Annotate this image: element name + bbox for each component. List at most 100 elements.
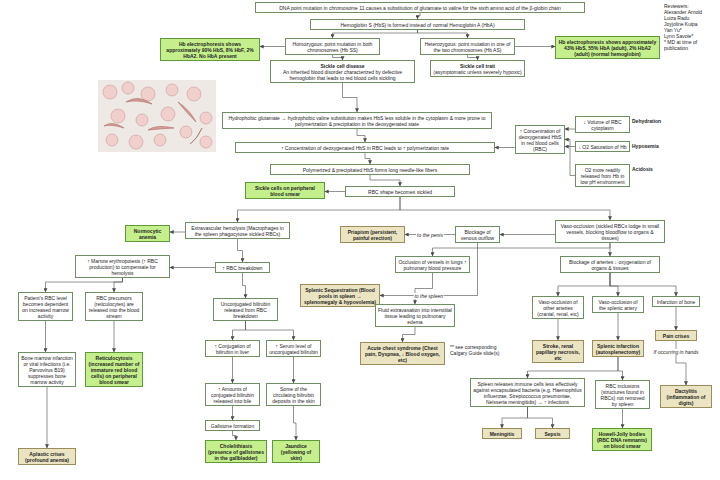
connector-arrow (343, 83, 358, 112)
concept-box: Vaso-occlusion of the splenic artery (592, 296, 644, 313)
node-text: O2 more readily released from Hb in low … (578, 167, 627, 185)
concept-box: Hypoxemia↓ O2 Saturation of Hb (575, 141, 630, 152)
connector-arrow (610, 273, 618, 296)
concept-box: ↑ Amounts of conjugated bilirubin releas… (205, 383, 260, 406)
node-text: Blockage of venous outflow (458, 229, 497, 241)
node-text: Unconjugated bilirubin released from RBC… (216, 301, 275, 319)
concept-box: AcidosisO2 more readily released from Hb… (575, 164, 630, 187)
node-text: Acute chest syndrome (Chest pain, Dyspne… (363, 345, 442, 363)
concept-box: Some of the circulating bilirubin deposi… (266, 383, 321, 406)
node-text: Polymerized & precipitated HbS forms lon… (273, 167, 467, 173)
node-text: Homozygous: point mutation in both chrom… (288, 41, 377, 53)
node-text: Vaso-occlusion of the splenic artery (595, 299, 641, 311)
connector-arrow (558, 273, 610, 296)
connector-arrow (232, 406, 233, 420)
connector-arrow (610, 273, 676, 296)
connector-arrow (500, 234, 555, 235)
connector-arrow (403, 327, 416, 342)
node-text: Priapism (persistent, painful erection) (343, 229, 402, 241)
edge-label: If occurring in hands (652, 349, 699, 355)
concept-box: Infarction of bone (652, 296, 700, 307)
finding-box: Jaundice (yellowing of skin) (272, 440, 320, 463)
connector-arrow (565, 140, 575, 176)
node-text: Infarction of bone (655, 299, 697, 305)
complication-box: Pain crises (655, 330, 697, 341)
concept-box: Sickle cell diseaseAn inherited blood di… (270, 60, 415, 83)
node-heading: Sickle cell trait (433, 63, 522, 69)
connector-arrow (558, 319, 559, 340)
concept-box: Vaso-occlusion (sickled RBCs lodge in sm… (555, 220, 665, 243)
connector-arrow (495, 147, 515, 148)
node-text: Bone marrow infarction or viral infectio… (21, 355, 73, 385)
connector-arrow (260, 46, 285, 47)
finding-box: Reticulocytosis (increased number of imm… (85, 352, 143, 387)
node-text: DNA point mutation in chromosome 11 caus… (258, 5, 582, 11)
connector-arrow (676, 341, 686, 385)
node-text: Stroke, renal papillary necrosis, etc (535, 343, 581, 361)
connector-arrow (293, 357, 294, 383)
connector-arrow (170, 232, 185, 233)
node-text: Hydrophobic glutamate → hydrophobic vali… (225, 115, 489, 127)
connector-arrow (610, 243, 611, 256)
concept-box: Hydrophobic glutamate → hydrophobic vali… (222, 112, 492, 129)
finding-box: Howell-Jolly bodies (RBC DNA remnants) o… (592, 428, 652, 451)
concept-box: ↑ Conjugation of bilirubin in liver (205, 340, 260, 357)
concept-box: Hemoglobin S (HbS) is formed instead of … (310, 19, 525, 30)
connector-arrow (46, 278, 123, 292)
connector-arrow (238, 197, 401, 222)
node-text: RBC inclusions (structures found in RBCs… (598, 383, 647, 407)
credit-text: Reviewers: (664, 3, 718, 9)
node-text: Pain crises (658, 333, 694, 339)
concept-box: Unconjugated bilirubin released from RBC… (213, 298, 278, 321)
connector-arrow (246, 321, 294, 340)
concept-box: Occlusion of vessels in lungs ↑ pulmonar… (395, 256, 470, 273)
connector-arrow (365, 153, 370, 164)
node-text: Hb electrophoresis shows approximately 9… (163, 41, 257, 59)
concept-box: Gallstone formation (205, 420, 260, 431)
node-text: ↑ Marrow erythropoiesis (↑ RBC productio… (78, 258, 167, 276)
connector-arrow (618, 313, 619, 340)
connector-arrow (357, 129, 365, 142)
node-text: Patient's RBC level becomes dependent on… (21, 295, 70, 319)
finding-box: Hb electrophoresis shows approximately 9… (160, 38, 260, 61)
node-text: (asymptomatic unless severely hypoxic) (433, 69, 522, 75)
connector-arrow (294, 406, 297, 440)
connector-arrow (233, 431, 237, 440)
node-text: Aplastic crises (profound anemia) (21, 451, 73, 463)
node-text: ↓ Volume of RBC cytoplasm (578, 119, 627, 131)
credit-text: Joyjoline Kuipa (664, 21, 718, 27)
credit-text: * MD at time of publication (664, 39, 718, 51)
concept-box: RBC inclusions (structures found in RBCs… (595, 380, 650, 409)
node-heading: Acidosis (632, 166, 653, 172)
concept-box: Polymerized & precipitated HbS forms lon… (270, 164, 470, 175)
connector-arrow (528, 407, 553, 428)
node-text: Dactylitis (inflammation of digits) (663, 388, 709, 406)
node-text: Occlusion of vessels in lungs ↑ pulmonar… (398, 259, 467, 271)
complication-box: Priapism (persistent, painful erection) (340, 226, 405, 243)
node-text: Vaso-occlusion (sickled RBCs lodge in sm… (558, 223, 662, 241)
connector-arrow (232, 357, 233, 383)
finding-box: Cholelithiasis (presence of gallstones i… (205, 440, 267, 463)
connector-arrow (515, 46, 555, 47)
node-text: Fluid extravasation into interstitial ti… (378, 307, 452, 325)
node-text: Sickle cells on peripheral blood smear (248, 185, 322, 197)
connector-arrow (418, 30, 468, 38)
connector-arrow (622, 409, 623, 428)
footnote-text: ** see corresponding Calgary Guide slide… (450, 344, 508, 356)
connector-arrow (433, 243, 611, 256)
node-text: Normocytic anemia (128, 228, 167, 240)
connector-arrow (238, 239, 243, 262)
node-text: ↑ Amounts of conjugated bilirubin releas… (208, 386, 257, 404)
concept-box: Fluid extravasation into interstitial ti… (375, 304, 455, 327)
concept-box: RBC precursors (reticulocytes) are relea… (85, 292, 143, 321)
connector-arrow (565, 129, 575, 130)
finding-box: Sickle cells on peripheral blood smear (245, 182, 325, 199)
credit-text: Alexander Arnold (664, 9, 718, 15)
connector-arrow (502, 407, 528, 428)
complication-box: Aplastic crises (profound anemia) (18, 448, 76, 465)
concept-box: Dehydration↓ Volume of RBC cytoplasm (575, 116, 630, 133)
node-text: Extravascular hemolysis (Macrophages in … (188, 225, 287, 237)
node-heading: Dehydration (632, 118, 661, 124)
node-text: ↑ Conjugation of bilirubin in liver (208, 343, 257, 355)
